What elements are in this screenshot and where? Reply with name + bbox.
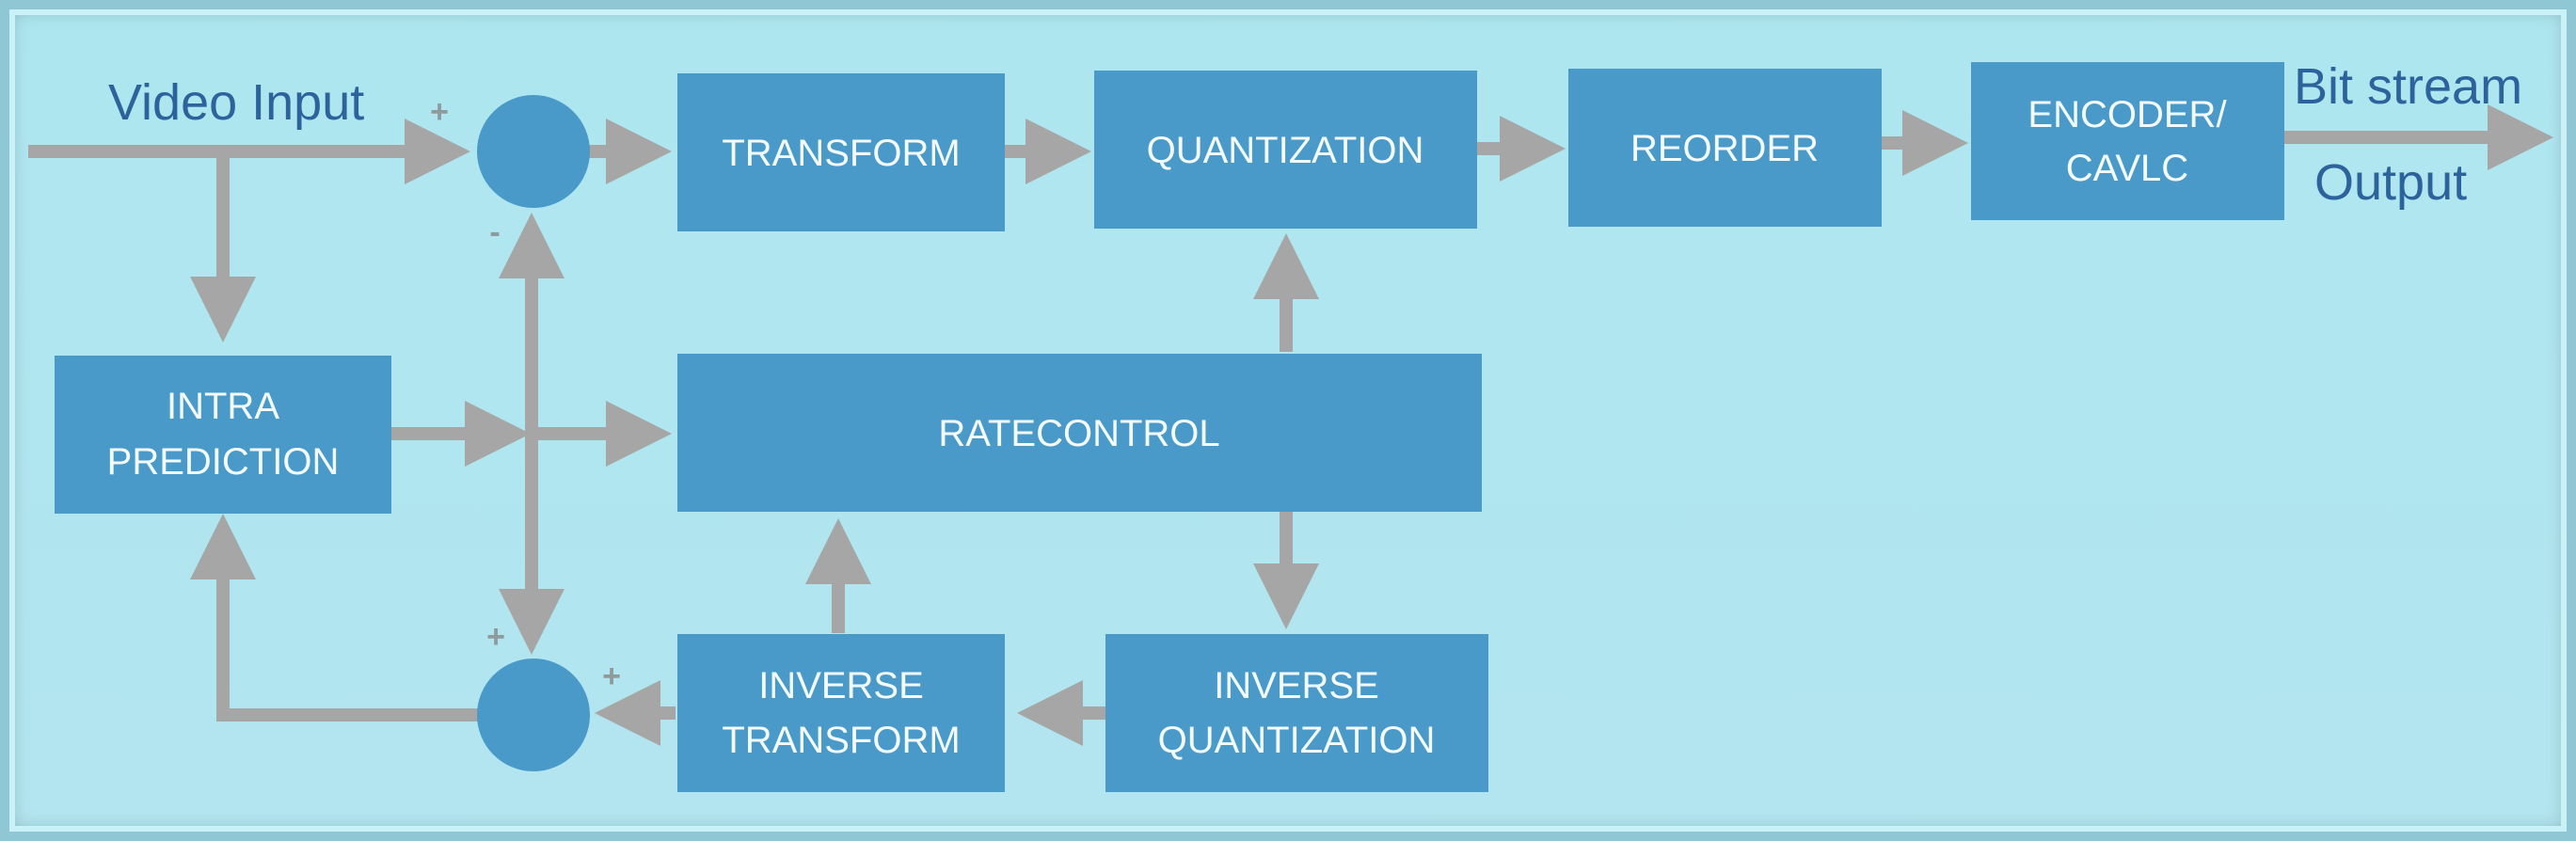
bottom-sum-plus-sign-right: + [602,659,621,694]
intra-label-line1: INTRA [167,386,279,427]
ratecontrol-label: RATECONTROL [938,413,1219,454]
inverse-quantization-block [1105,634,1488,792]
inverse-quantization-label-line1: INVERSE [1214,665,1379,706]
inverse-transform-label-line1: INVERSE [758,665,924,706]
transform-label: TRANSFORM [722,133,960,174]
inverse-quantization-label-line2: QUANTIZATION [1158,720,1436,761]
video-input-label: Video Input [108,74,364,131]
arrow-sum-to-intra-feedback [190,514,478,722]
intra-prediction-block [55,356,391,514]
encoder-label-line1: ENCODER/ [2027,94,2227,135]
quantization-block [1094,71,1477,229]
intra-label-line2: PREDICTION [107,441,340,483]
encoder-cavlc-block [1971,62,2284,220]
quantization-label: QUANTIZATION [1147,130,1424,171]
reorder-label: REORDER [1630,128,1819,169]
top-sum-plus-sign: + [430,94,449,130]
sum-node-bottom [477,659,590,771]
bottom-sum-plus-sign-left: + [486,619,505,655]
inverse-transform-label-line2: TRANSFORM [722,720,960,761]
sum-node-top [477,95,590,208]
reorder-block [1568,69,1882,227]
inverse-transform-block [677,634,1005,792]
transform-block [677,73,1005,231]
encoder-label-line2: CAVLC [2066,148,2188,189]
ratecontrol-block [677,354,1482,512]
bitstream-label: Bit stream [2294,58,2522,115]
output-label: Output [2314,154,2467,211]
top-sum-minus-sign: - [489,214,500,250]
